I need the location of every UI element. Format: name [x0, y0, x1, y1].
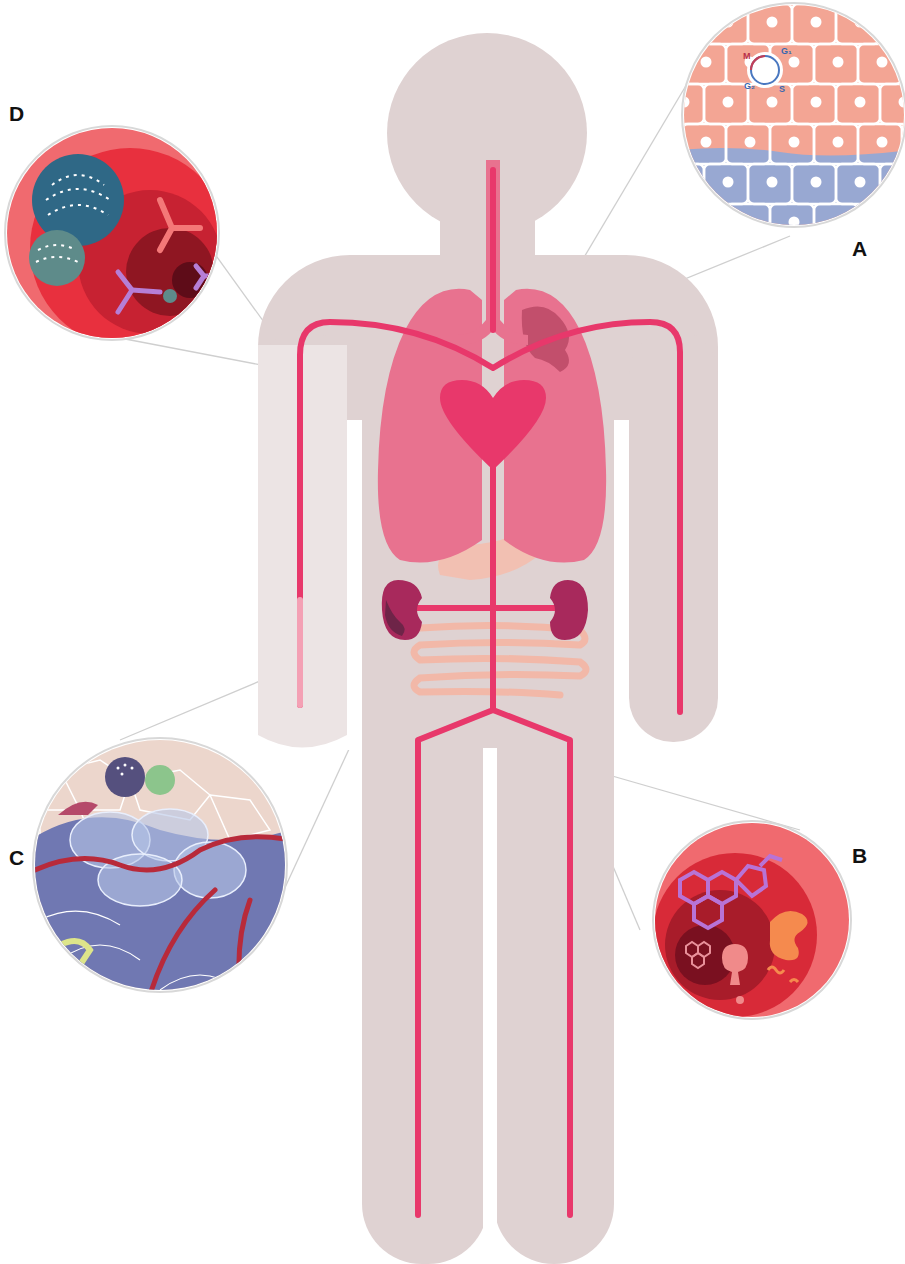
callout-circle: C — [35, 740, 285, 990]
cell-cycle-phase: G₁ — [781, 47, 792, 56]
callout-circle: A — [684, 5, 904, 225]
cell-cycle-phase: S — [779, 85, 785, 94]
callout-letter: B — [852, 845, 867, 866]
callout-circle: D — [7, 128, 217, 338]
callout-letter: C — [9, 847, 24, 868]
cell-cycle-phase: M — [743, 52, 751, 61]
callout-circle: B — [655, 823, 849, 1017]
callout-letter: D — [9, 103, 24, 124]
callout-letter: A — [852, 238, 867, 259]
cell-cycle-phase: G₂ — [744, 82, 755, 91]
